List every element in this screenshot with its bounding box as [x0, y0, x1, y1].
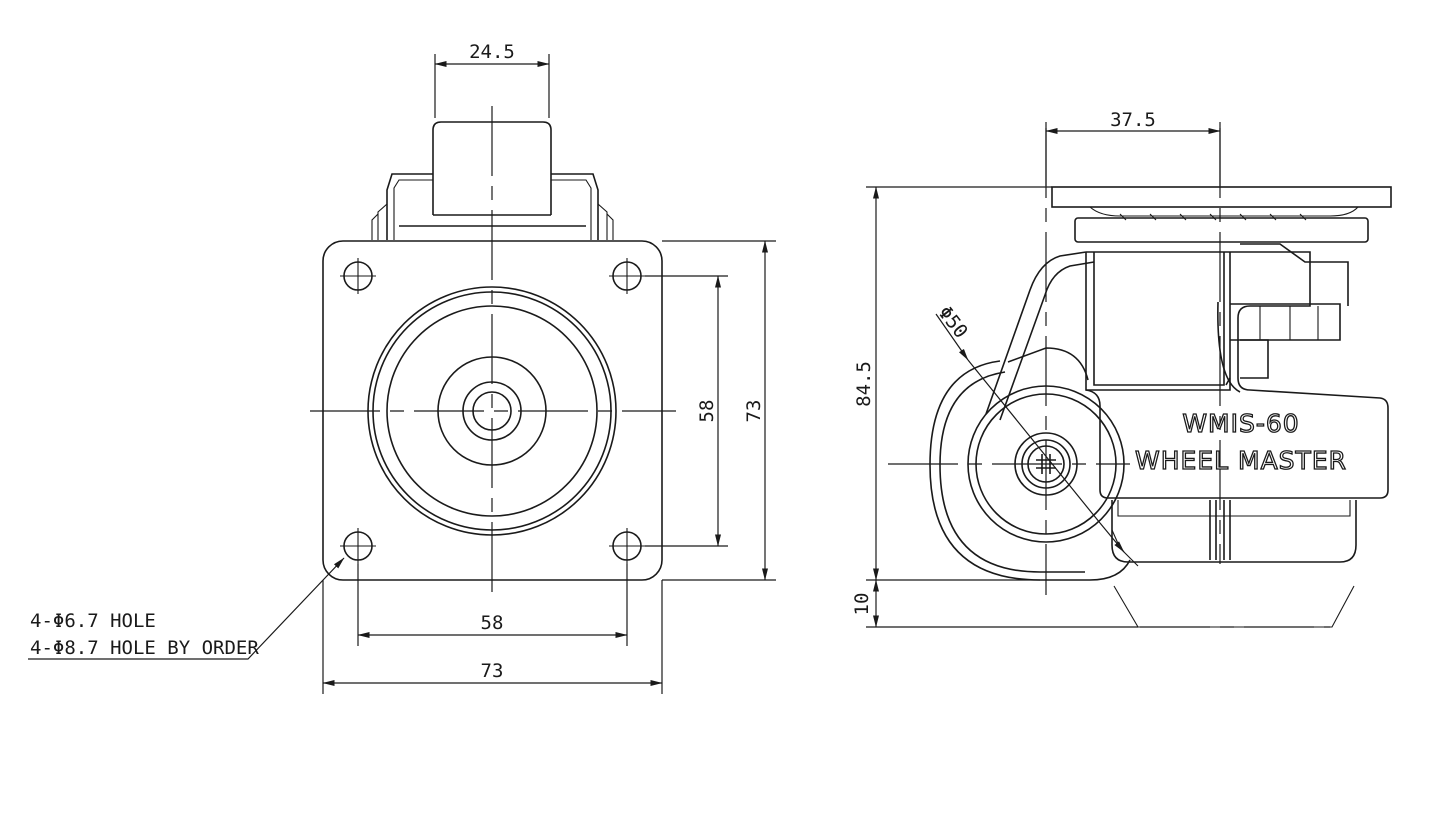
- dim-height-label: 84.5: [853, 361, 875, 407]
- dim-offset: 37.5: [1045, 109, 1221, 186]
- hole-note-line2: 4-Φ8.7 HOLE BY ORDER: [30, 637, 259, 659]
- dim-hole-spacing-horizontal: 58: [357, 564, 628, 646]
- side-body: [1085, 243, 1389, 499]
- dim-hole-spacing-vertical-label: 58: [696, 400, 718, 423]
- dim-plate-width-label: 73: [481, 660, 504, 682]
- side-top-plate: [1051, 186, 1392, 208]
- dim-wheel-diameter-label: Φ50: [933, 302, 971, 343]
- dim-plate-width: 73: [322, 580, 663, 694]
- hole-note-line1: 4-Φ6.7 HOLE: [30, 610, 156, 632]
- side-arm: [985, 251, 1087, 415]
- brand-model-text: WMIS-60: [1182, 409, 1299, 438]
- dim-plate-height-label: 73: [743, 400, 765, 423]
- dim-stem-width-label: 24.5: [469, 41, 515, 63]
- dim-stem-width: 24.5: [434, 41, 550, 118]
- dim-plate-height: 73: [662, 240, 776, 581]
- dim-lift: 10: [851, 579, 1138, 628]
- side-swivel-ring: [1074, 217, 1369, 243]
- mounting-holes: [340, 258, 645, 564]
- dim-hole-spacing-vertical: 58: [645, 275, 728, 547]
- front-view: 24.5 58 73 58 73 4-Φ6.7 HOL: [28, 41, 776, 694]
- brand-name-text: WHEEL MASTER: [1135, 446, 1347, 475]
- hole-note: 4-Φ6.7 HOLE 4-Φ8.7 HOLE BY ORDER: [28, 557, 345, 660]
- dim-height: 84.5: [853, 186, 1052, 581]
- side-leveling-pad: [1111, 500, 1357, 628]
- dim-hole-spacing-horizontal-label: 58: [481, 612, 504, 634]
- side-view: WMIS-60 WHEEL MASTER 37.5 84.5 10 Φ50: [851, 109, 1392, 628]
- dim-lift-label: 10: [851, 593, 873, 616]
- dim-offset-label: 37.5: [1110, 109, 1156, 131]
